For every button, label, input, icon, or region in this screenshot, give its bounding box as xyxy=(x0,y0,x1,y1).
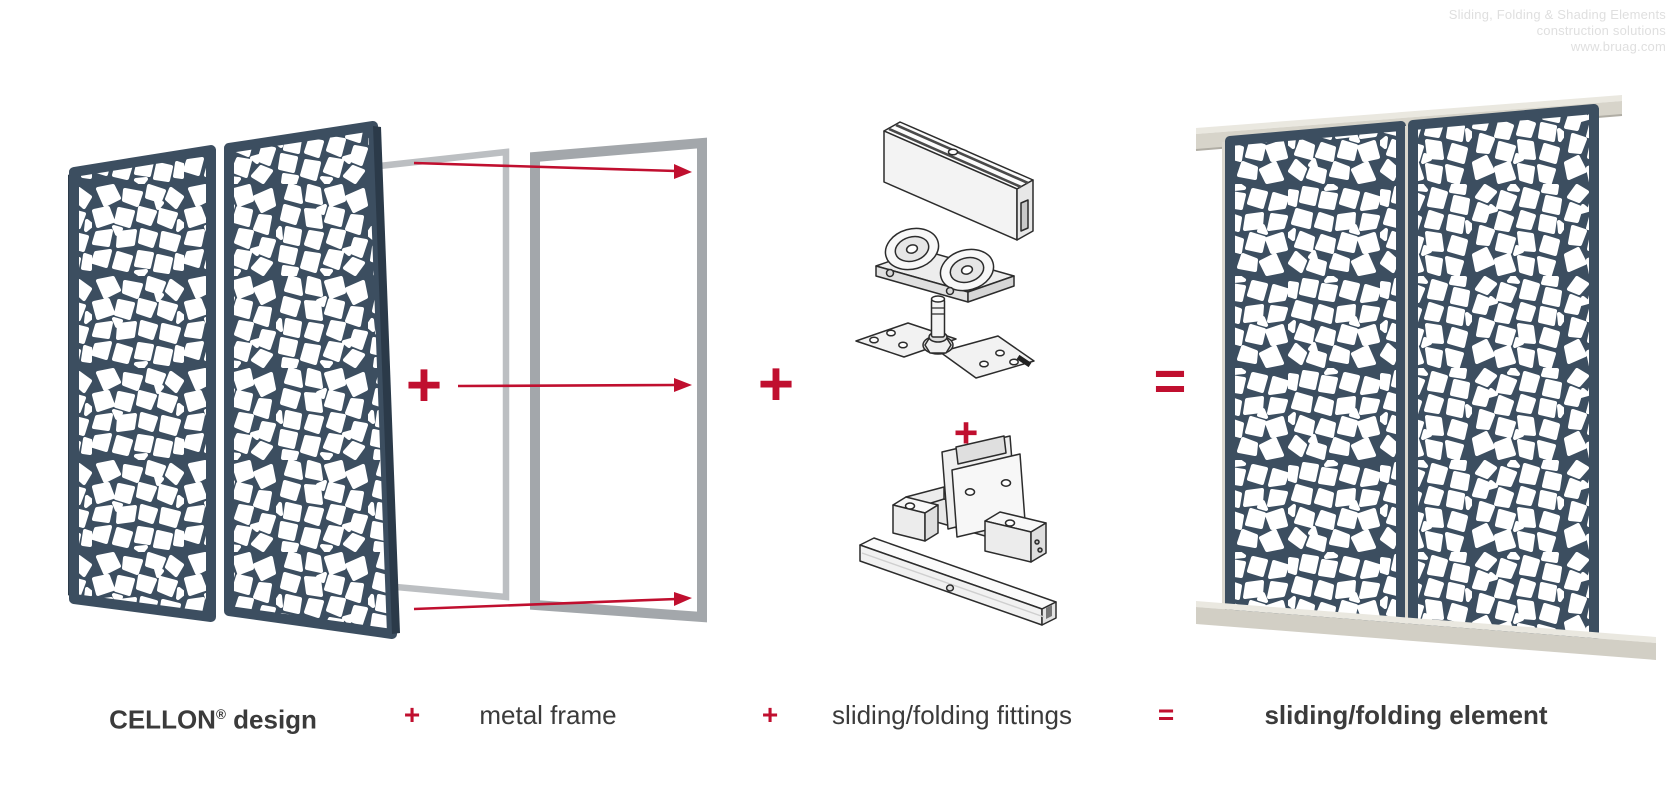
bottom-rail-top-face xyxy=(1196,601,1656,643)
arrow-bottom xyxy=(413,597,677,611)
floor-guide-drawing xyxy=(892,435,1047,563)
fittings-graphic xyxy=(855,121,1057,626)
watermark-line-2: construction solutions xyxy=(1536,23,1666,38)
plus-operator-fittings-stack: + xyxy=(953,409,979,456)
arrow-bottom-head xyxy=(674,592,692,606)
bottom-rail xyxy=(1196,607,1656,660)
arrow-middle-head xyxy=(674,378,692,392)
panel-side-edge xyxy=(373,126,400,634)
caption-plus-2: + xyxy=(761,699,779,730)
bottom-channel-drawing xyxy=(859,537,1057,626)
plus-operator-panels-frames: + xyxy=(405,351,443,420)
cellon-brand: CELLON xyxy=(109,704,216,735)
sliding-folding-element-graphic xyxy=(1195,95,1656,660)
plus-operator-frames-fittings: + xyxy=(757,350,795,419)
cellon-suffix: design xyxy=(225,704,317,735)
top-rail-top-face xyxy=(1196,95,1622,134)
caption-row: CELLON® design + metal frame + sliding/f… xyxy=(0,696,1680,735)
track-rail-drawing xyxy=(883,121,1034,241)
caption-metal-frame: metal frame xyxy=(479,700,617,730)
caption-plus-1: + xyxy=(403,699,421,730)
arrow-top-head xyxy=(674,164,692,179)
arrow-middle xyxy=(457,383,677,388)
caption-equals: = xyxy=(1157,699,1175,730)
metal-frame-front xyxy=(530,137,707,623)
caption-cellon-design: CELLON® design xyxy=(109,696,317,739)
caption-fittings: sliding/folding fittings xyxy=(832,700,1072,730)
roller-carriage-drawing xyxy=(875,227,1015,303)
cellon-panel-2 xyxy=(224,121,397,639)
watermark-line-3: www.bruag.com xyxy=(1570,39,1666,54)
metal-frame-graphic xyxy=(348,137,707,623)
element-panel-right xyxy=(1408,104,1599,646)
arrow-top xyxy=(413,161,677,173)
sliding-direction-arrows xyxy=(413,161,692,611)
equals-operator-result: = xyxy=(1153,349,1187,412)
element-panel-left xyxy=(1225,121,1406,628)
pivot-fitting-drawing xyxy=(855,295,1035,379)
watermark-line-1: Sliding, Folding & Shading Elements xyxy=(1448,7,1666,22)
brand-watermark: Sliding, Folding & Shading Elements cons… xyxy=(1449,7,1666,55)
cellon-design-graphic xyxy=(68,121,400,639)
cellon-panel-1 xyxy=(69,145,216,622)
registered-mark: ® xyxy=(215,707,226,722)
caption-result: sliding/folding element xyxy=(1264,700,1548,730)
